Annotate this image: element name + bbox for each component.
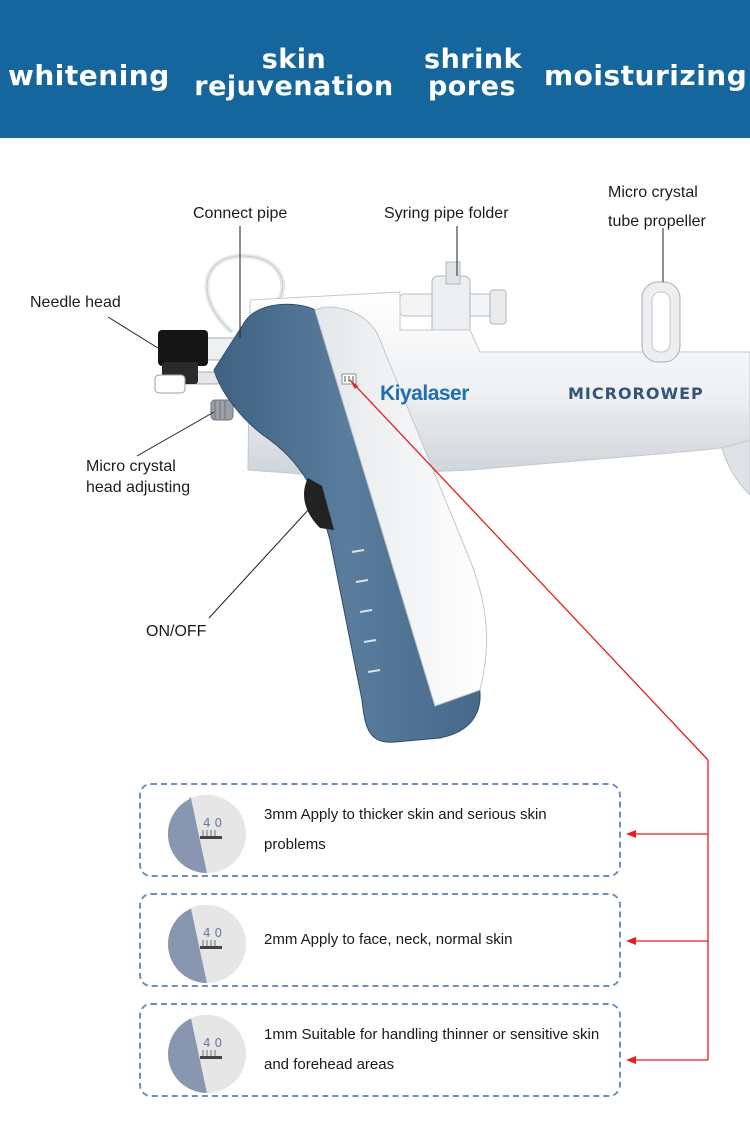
depth-option-3mm: 4 0 3mm Apply to thicker skin and seriou… bbox=[139, 783, 621, 877]
depth-pointer-lines bbox=[349, 379, 709, 1061]
needle-head bbox=[154, 330, 208, 394]
dial-reading: 4 0 bbox=[203, 1036, 222, 1050]
label-on-off: ON/OFF bbox=[146, 623, 207, 640]
brand-logo: Kiyalaser bbox=[380, 382, 469, 405]
tube-propeller-ring bbox=[641, 281, 681, 363]
depth-dial-icon: 4 0 bbox=[168, 1015, 247, 1093]
depth-option-text: 3mm Apply to thicker skin and serious sk… bbox=[264, 806, 547, 853]
depth-option-text: 2mm Apply to face, neck, normal skin bbox=[264, 931, 513, 948]
label-needle-head: Needle head bbox=[30, 294, 121, 311]
syringe bbox=[399, 261, 507, 347]
dial-reading: 4 0 bbox=[203, 816, 222, 830]
model-name: MICROROWEP bbox=[568, 384, 704, 403]
device-grip-panel bbox=[314, 306, 488, 707]
depth-option-1mm: 4 0 1mm Suitable for handling thinner or… bbox=[139, 1003, 621, 1097]
on-off-trigger bbox=[304, 478, 334, 530]
head-adjusting-knob bbox=[210, 399, 234, 421]
depth-option-text: 1mm Suitable for handling thinner or sen… bbox=[264, 1026, 600, 1073]
label-connect-pipe: Connect pipe bbox=[193, 205, 288, 222]
depth-option-2mm: 4 0 2mm Apply to face, neck, normal skin bbox=[139, 893, 621, 987]
dial-reading: 4 0 bbox=[203, 926, 222, 940]
leader-lines bbox=[107, 226, 664, 619]
benefit-moisturizing: moisturizing bbox=[544, 59, 748, 92]
benefit-whitening: whitening bbox=[8, 59, 170, 92]
depth-dial-icon: 4 0 bbox=[168, 795, 247, 873]
depth-dial-icon: 4 0 bbox=[168, 905, 247, 983]
label-syring-pipe-folder: Syring pipe folder bbox=[384, 205, 509, 222]
